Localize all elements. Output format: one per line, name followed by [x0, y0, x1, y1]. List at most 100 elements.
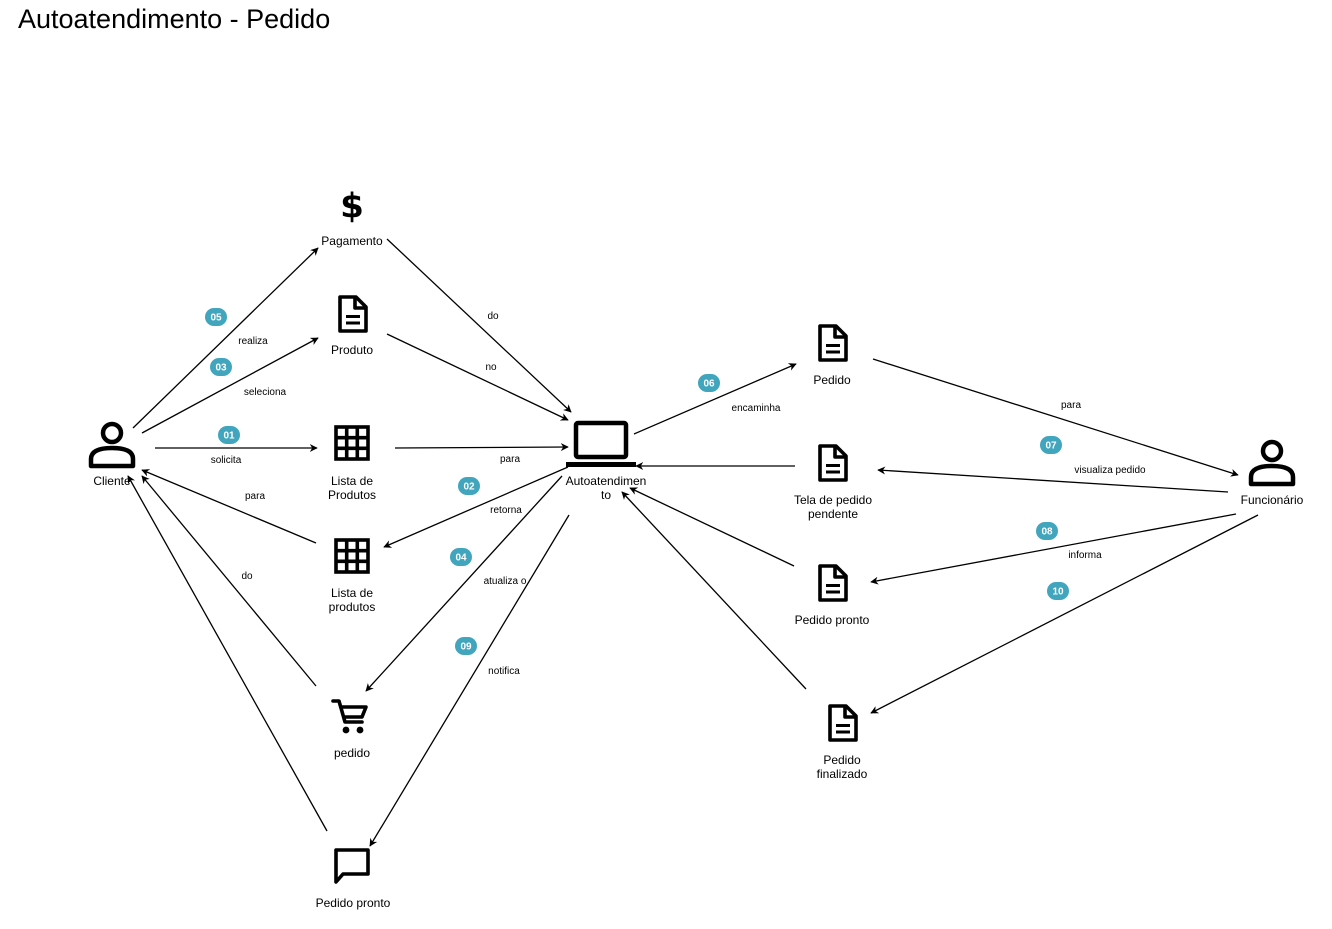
edge-label-seleciona: seleciona: [244, 387, 287, 398]
person-icon: [91, 424, 133, 466]
node-label: pedido: [334, 746, 370, 760]
edge-label-informa: informa: [1068, 550, 1102, 561]
badge-number: 08: [1041, 527, 1053, 538]
edge-label-no-produto: no: [485, 362, 497, 373]
badge-pill: [205, 308, 227, 326]
edge-msg-cliente: [127, 475, 328, 832]
badge-pill: [458, 477, 480, 495]
node-label: Produtos: [328, 488, 376, 502]
node-label: Lista de: [331, 474, 373, 488]
edge-informa: [870, 513, 1237, 585]
badge-number: 07: [1045, 441, 1057, 452]
edge-label-retorna: retorna: [490, 505, 522, 516]
edge-do-pedido: [141, 475, 317, 687]
table-grid-icon: [334, 538, 370, 574]
badge-number: 05: [210, 313, 222, 324]
edge-label-encaminha: encaminha: [732, 403, 781, 414]
node-label: Lista de: [331, 586, 373, 600]
shopping-cart-icon: [331, 699, 368, 736]
badge-pill: [455, 637, 477, 655]
node-pedido-pronto-doc: Pedido pronto: [795, 564, 870, 627]
node-label: Pagamento: [321, 234, 383, 248]
step-badge: 06: [698, 374, 720, 392]
step-badge: 08: [1036, 522, 1058, 540]
edges: realiza seleciona solicita para do no retorna p…: [127, 238, 1259, 847]
node-label: finalizado: [817, 767, 868, 781]
edge-label-para-lista: para: [500, 454, 520, 465]
badge-number: 06: [703, 379, 715, 390]
edge-visualiza: [877, 466, 1229, 493]
step-badge: 09: [455, 637, 477, 655]
step-badge: 10: [1047, 582, 1069, 600]
badge-number: 10: [1052, 587, 1064, 598]
step-badge: 07: [1040, 436, 1062, 454]
badge-pill: [210, 358, 232, 376]
document-icon: [338, 295, 368, 333]
step-badge: 03: [210, 358, 232, 376]
edge-realiza: [132, 247, 319, 429]
document-icon: [818, 564, 848, 602]
node-label: Pedido: [813, 373, 851, 387]
badge-number: 09: [460, 642, 472, 653]
page-title: Autoatendimento - Pedido: [18, 4, 331, 34]
edge-label-para-funcionario: para: [1061, 400, 1081, 411]
step-badge: 05: [205, 308, 227, 326]
badge-number: 01: [223, 431, 235, 442]
badge-pill: [1040, 436, 1062, 454]
edge-notifica: [369, 514, 570, 847]
node-autoatendimento: Autoatendimento: [566, 423, 646, 502]
node-label: Produto: [331, 343, 373, 357]
badge-pill: [1047, 582, 1069, 600]
node-label: Pedido pronto: [795, 613, 870, 627]
node-funcionario: Funcionário: [1241, 442, 1304, 507]
dollar-icon: [340, 186, 364, 224]
edge-finalizado-func: [870, 514, 1259, 714]
node-label: Cliente: [93, 474, 131, 488]
edge-para-funcionario: [872, 358, 1239, 477]
node-pedido-doc: Pedido: [813, 324, 851, 387]
edge-atualiza: [365, 475, 563, 692]
edge-finalizado-auto: [621, 491, 807, 690]
edge-label-para-cliente: para: [245, 491, 265, 502]
table-grid-icon: [334, 425, 370, 461]
node-label: Pedido: [823, 753, 861, 767]
badge-number: 02: [463, 482, 475, 493]
edge-pronto-auto: [629, 487, 795, 567]
edge-label-visualiza: visualiza pedido: [1074, 465, 1146, 476]
node-produto: Produto: [331, 295, 373, 357]
edge-label-notifica: notifica: [488, 666, 520, 677]
node-label: Funcionário: [1241, 493, 1304, 507]
step-badge: 04: [450, 548, 472, 566]
step-badges: 05 03 01 02 04 09 06 07 08 10: [205, 308, 1069, 655]
edge-no-produto: [386, 333, 569, 421]
node-pagamento: Pagamento: [321, 186, 383, 248]
node-pedido-cart: pedido: [331, 699, 370, 760]
message-icon: [334, 848, 370, 884]
edge-label-solicita: solicita: [211, 455, 242, 466]
step-badge: 01: [218, 426, 240, 444]
badge-pill: [1036, 522, 1058, 540]
edge-label-do-pedido: do: [241, 571, 253, 582]
edge-label-realiza: realiza: [238, 336, 268, 347]
node-label: Pedido pronto: [316, 896, 391, 910]
badge-pill: [450, 548, 472, 566]
edge-para-cliente: [141, 469, 317, 544]
badge-number: 03: [215, 363, 227, 374]
document-icon: [818, 324, 848, 362]
node-label: Tela de pedido: [794, 493, 872, 507]
node-cliente: Cliente: [91, 424, 133, 488]
edge-retorna: [383, 466, 569, 548]
step-badge: 02: [458, 477, 480, 495]
node-label: pendente: [808, 507, 858, 521]
badge-pill: [698, 374, 720, 392]
edge-encaminha: [633, 363, 797, 435]
node-label: to: [601, 488, 611, 502]
laptop-icon: [566, 423, 636, 467]
node-pedido-pronto-msg: Pedido pronto: [316, 848, 391, 910]
